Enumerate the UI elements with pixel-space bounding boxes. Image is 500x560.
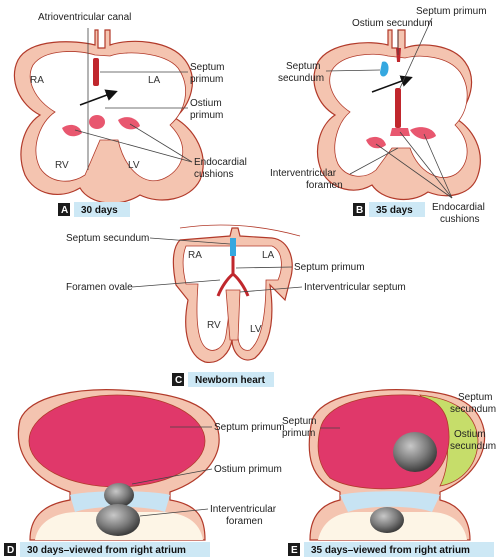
panel-c-la-label: LA [262,250,275,261]
panel-e-letter: E [291,545,298,556]
panel-c-caption-box [188,372,274,387]
panel-a-septum-primum-label-2: primum [190,74,223,85]
panel-d-ostium-primum-label: Ostium primum [214,464,282,475]
panel-c-letter: C [175,375,182,386]
panel-c-septum-secundum-label: Septum secundum [66,233,149,244]
panel-c-ra-label: RA [188,250,202,261]
panel-b-cushion-leader-2 [399,131,453,199]
panel-b-septum-secundum-leader [325,69,381,72]
panel-b-cushion-leader-1 [375,143,453,199]
panel-c-foramen-ovale-label: Foramen ovale [66,282,133,293]
panel-b-cushion-left [366,136,386,149]
panel-d-letter-box [4,543,16,556]
panel-a-caption-box [74,202,130,217]
panel-b-letter-box [353,203,365,216]
panel-e-septum-primum-label-1: Septum [282,416,316,427]
panel-c-septum-secundum-leader [149,237,231,245]
panel-c-septum-primum [216,256,250,297]
panel-e-septum-secundum-label-2: secundum [450,404,496,415]
panel-c-septum-secundum [230,238,236,256]
panel-e-septum-primum-label-2: primum [282,428,315,439]
panel-b-septum-primum-top [396,48,401,62]
panel-e-letter-box [288,543,300,556]
panel-a-endocardial-cushions-label-2: cushions [194,169,233,180]
panel-a-cushion-left [62,124,82,137]
panel-c-great-vessel-line [179,224,301,237]
panel-a-cushion-leader-1 [74,129,193,163]
panel-c-caption: Newborn heart [195,375,266,386]
panel-e-ostium-secundum-label-2: secundum [450,441,496,452]
panel-e-caption-box [304,542,494,557]
panel-b-interventricular-foramen-label-1: Interventricular [270,168,337,179]
panel-b-septum-secundum-label-2: secundum [278,73,324,84]
panel-c-septum-primum-leader [235,266,293,269]
panel-d-letter: D [7,545,14,556]
panel-a-septum-primum-label-1: Septum [190,62,224,73]
panel-a-atrioventricular-canal-label: Atrioventricular canal [38,12,131,23]
panel-c-foramen-ovale-leader [131,279,221,288]
panel-a-ostium-primum-label-2: primum [190,110,223,121]
panel-a-arrow [79,89,118,106]
panel-b-septum-secundum-label-1: Septum [286,61,320,72]
panel-c: RA LA RV LV Septum secundum Septum primu… [66,224,406,387]
panel-b-septum-primum-label: Septum primum [416,6,487,17]
panel-b-septum-primum-lower [395,88,401,128]
panel-a-ostium-primum-bump [89,115,105,129]
panel-a-caption: 30 days [81,205,118,216]
panel-d-interventricular-foramen-label-2: foramen [226,516,263,527]
panel-d-interventricular-foramen-leader [139,508,209,517]
panel-e-interventricular-foramen [370,507,404,533]
panel-e: Septum primum Septum secundum Ostium sec… [282,389,496,557]
panel-d-interventricular-foramen [96,504,140,536]
panel-b-letter: B [356,205,363,216]
panel-e-ostium-secundum-label-1: Ostium [454,429,486,440]
panel-a-rv-label: RV [55,160,69,171]
panel-d-ostium-primum-leader [131,468,213,485]
panel-e-caption: 35 days–viewed from right atrium [311,545,470,556]
panel-c-interventricular-septum-label: Interventricular septum [304,282,406,293]
panel-a-ra-label: RA [30,75,44,86]
panel-c-interventricular-septum-leader [239,286,303,293]
panel-b-caption-box [369,202,425,217]
panel-b-endocardial-cushions-label-2: cushions [440,214,479,225]
panel-e-cushion [340,491,440,512]
panel-d-interventricular-foramen-label-1: Interventricular [210,504,277,515]
panel-b-cushion-right [410,127,436,140]
panel-b-interventricular-foramen-leader [349,147,399,175]
panel-a-lv-label: LV [128,160,140,171]
panel-d-ostium-primum [104,483,134,507]
panel-b-cushion-leader-3 [423,133,453,199]
panel-d-caption: 30 days–viewed from right atrium [27,545,186,556]
panel-a-septum-primum [93,58,99,86]
panel-c-rv-label: RV [207,320,221,331]
panel-b-septum-secundum [380,61,389,77]
panel-a-endocardial-cushions-label-1: Endocardial [194,157,247,168]
panel-d-septum-primum-label: Septum primum [214,422,285,433]
panel-a-letter: A [61,205,68,216]
panel-b-ostium-secundum-label: Ostium secundum [352,18,433,29]
panel-c-septum-primum-label: Septum primum [294,262,365,273]
panel-a: RA LA RV LV Atrioventricular canal Septu… [13,12,247,217]
panel-d-caption-box [20,542,210,557]
panel-b-caption: 35 days [376,205,413,216]
panel-a-ostium-primum-label-1: Ostium [190,98,222,109]
panel-a-letter-box [58,203,70,216]
panel-c-letter-box [172,373,184,386]
panel-e-septum-secundum-label-1: Septum [458,392,492,403]
panel-d: Septum primum Ostium primum Interventric… [4,389,285,557]
panel-c-lv-label: LV [250,324,262,335]
panel-d-septum-primum [28,394,206,488]
panel-e-ostium-secundum [393,432,437,472]
panel-a-la-label: LA [148,75,161,86]
panel-b-endocardial-cushions-label-1: Endocardial [432,202,485,213]
panel-a-heart-cavity [29,51,186,182]
panel-b-interventricular-foramen-label-2: foramen [306,180,343,191]
panel-b: Septum primum Ostium secundum Septum sec… [270,6,487,225]
panel-c-interventricular-septum [225,289,241,341]
panel-a-cushion-leader-2 [129,123,193,163]
panel-b-septum-primum-leader [399,17,433,89]
